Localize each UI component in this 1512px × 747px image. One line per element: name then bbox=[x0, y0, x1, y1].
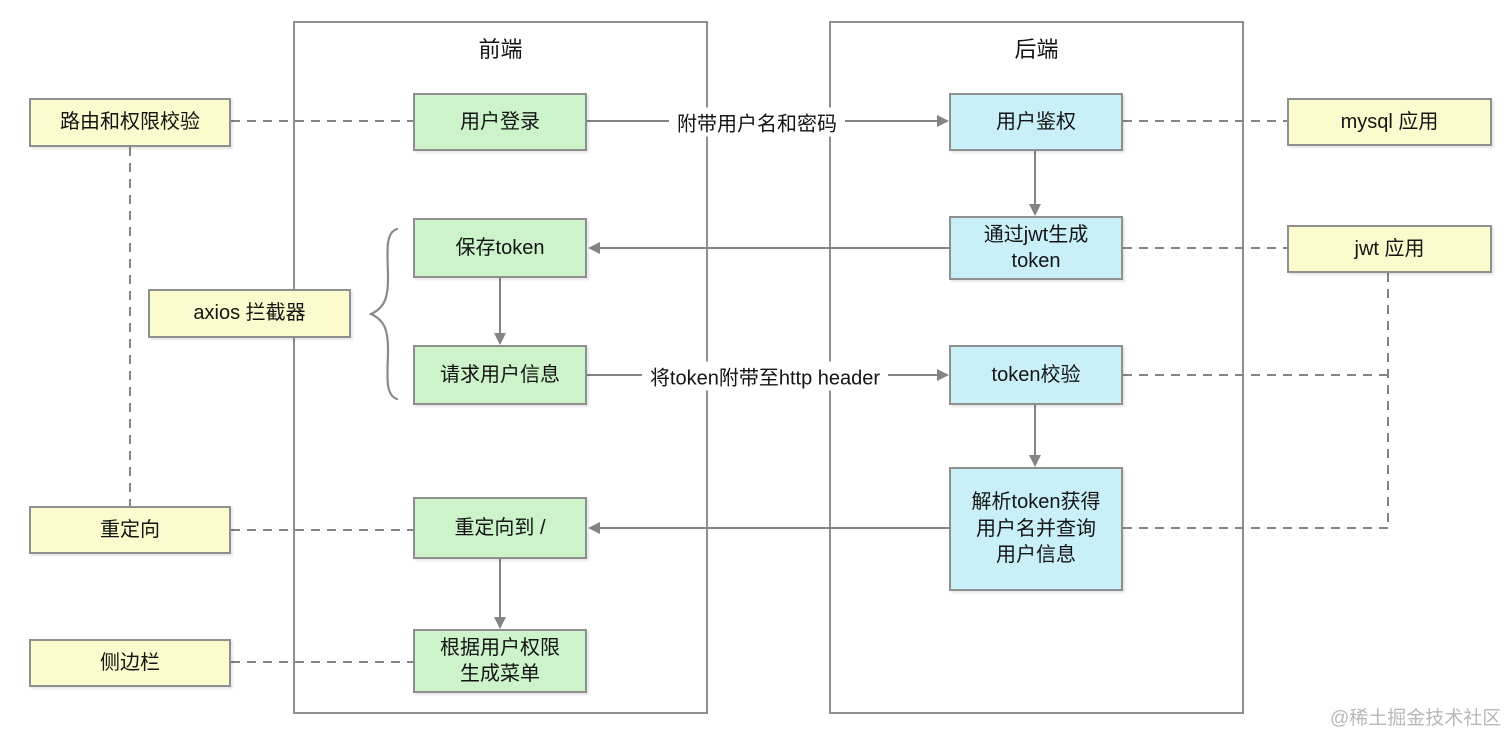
dashed-line-jwtgen-to-jwtapp bbox=[1123, 247, 1287, 249]
node-jwt-app: jwt 应用 bbox=[1287, 225, 1492, 273]
node-generate-menu: 根据用户权限 生成菜单 bbox=[413, 629, 587, 693]
watermark-text: @稀土掘金技术社区 bbox=[1330, 708, 1502, 729]
node-user-login: 用户登录 bbox=[413, 93, 587, 151]
node-jwt-generate-token: 通过jwt生成 token bbox=[949, 216, 1123, 280]
node-axios-interceptor: axios 拦截器 bbox=[148, 289, 351, 338]
node-request-user-info: 请求用户信息 bbox=[413, 345, 587, 405]
arrowhead-left-redirect-root bbox=[588, 522, 600, 534]
line-jwtgen-to-savetoken bbox=[600, 247, 949, 249]
node-redirect: 重定向 bbox=[29, 506, 231, 554]
dashed-line-redirect-to-redirect-root bbox=[231, 529, 413, 531]
curly-brace-icon bbox=[368, 227, 399, 401]
backend-frame-label: 后端 bbox=[1014, 37, 1059, 62]
node-user-auth: 用户鉴权 bbox=[949, 93, 1123, 151]
dashed-line-parse-to-jwtapp bbox=[1123, 527, 1388, 529]
edge-label-token-header: 将token附带至http header bbox=[641, 361, 889, 391]
dashed-line-route-guard-to-redirect bbox=[129, 147, 131, 506]
line-verify-to-parse bbox=[1034, 405, 1036, 455]
dashed-line-verify-to-jwtapp bbox=[1123, 374, 1388, 376]
line-parse-to-redirect-root bbox=[600, 527, 949, 529]
arrowhead-down-parse bbox=[1029, 455, 1041, 467]
arrowhead-down-request bbox=[494, 333, 506, 345]
dashed-line-auth-to-mysql bbox=[1123, 120, 1287, 122]
arrowhead-right-auth bbox=[937, 115, 949, 127]
dashed-line-sidebar-to-menu bbox=[231, 661, 413, 663]
line-savetoken-to-request bbox=[499, 278, 501, 333]
arrowhead-left-savetoken bbox=[588, 242, 600, 254]
node-save-token: 保存token bbox=[413, 218, 587, 278]
arrowhead-down-jwtgen bbox=[1029, 204, 1041, 216]
line-auth-to-jwtgen bbox=[1034, 151, 1036, 204]
edge-label-credentials: 附带用户名和密码 bbox=[669, 107, 845, 137]
line-redirect-root-to-menu bbox=[499, 559, 501, 617]
node-sidebar: 侧边栏 bbox=[29, 639, 231, 687]
dashed-line-jwtapp-down bbox=[1387, 273, 1389, 529]
arrowhead-right-verify bbox=[937, 369, 949, 381]
node-mysql-app: mysql 应用 bbox=[1287, 98, 1492, 146]
arrowhead-down-menu bbox=[494, 617, 506, 629]
node-route-guard: 路由和权限校验 bbox=[29, 98, 231, 147]
frontend-frame-label: 前端 bbox=[478, 37, 523, 62]
node-token-verify: token校验 bbox=[949, 345, 1123, 405]
dashed-line-route-guard-to-login bbox=[231, 120, 413, 122]
node-parse-token: 解析token获得 用户名并查询 用户信息 bbox=[949, 467, 1123, 591]
node-redirect-to-root: 重定向到 / bbox=[413, 497, 587, 559]
